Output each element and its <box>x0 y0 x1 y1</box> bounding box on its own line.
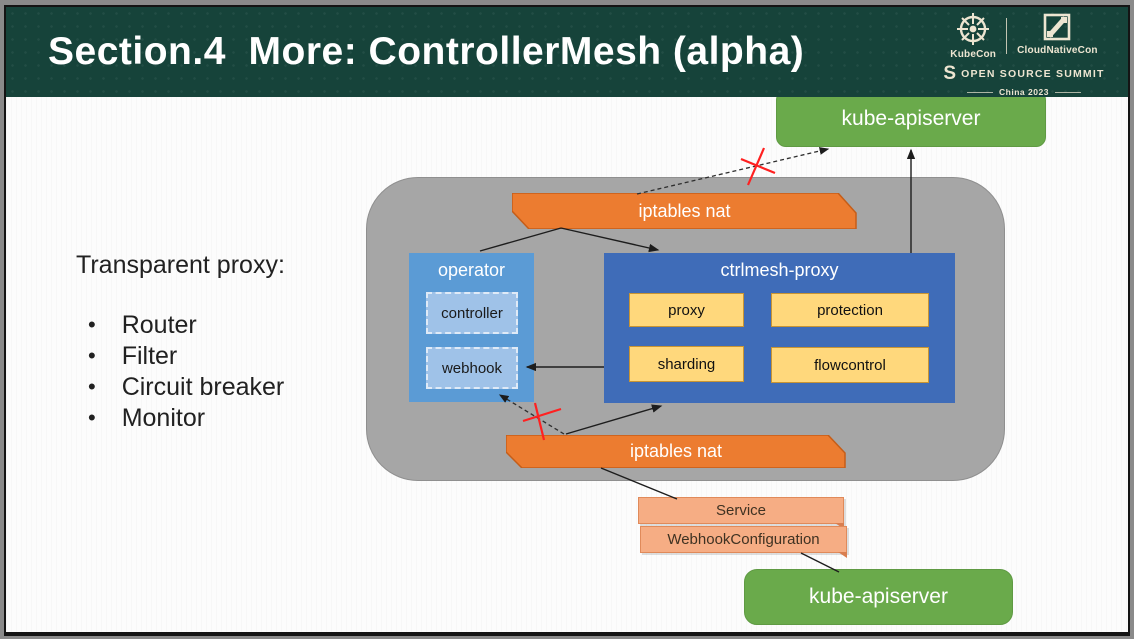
iptables-nat-bottom-banner: iptables nat <box>506 435 846 468</box>
edition-row: China 2023 <box>938 87 1110 97</box>
proxy-label: proxy <box>668 301 705 319</box>
webhook-cell: webhook <box>426 347 518 389</box>
iptables-banner-shape <box>512 193 857 229</box>
open-source-summit-icon: S <box>943 63 957 84</box>
slide-title: Section.4 More: ControllerMesh (alpha) <box>48 30 805 73</box>
sharding-cell: sharding <box>629 346 744 382</box>
kubecon-label: KubeCon <box>950 49 997 60</box>
kubecon-helm-icon <box>957 13 990 45</box>
iptables-nat-top-label: iptables nat <box>638 200 731 221</box>
proxy-cell: proxy <box>629 293 744 327</box>
bullet-circuit-breaker: Circuit breaker <box>88 372 285 403</box>
kube-apiserver-bottom-label: kube-apiserver <box>809 585 948 608</box>
webhook-configuration-label: WebhookConfiguration <box>667 531 820 548</box>
service-label: Service <box>715 502 767 519</box>
cloudnativecon-icon <box>1044 13 1071 41</box>
bullet-filter: Filter <box>88 341 284 372</box>
slide-header: Section.4 More: ControllerMesh (alpha) <box>6 7 1128 97</box>
slide-page: kube-apiserver Section.4 More: Controlle… <box>4 5 1130 636</box>
controller-cell: controller <box>426 292 518 334</box>
transparent-proxy-heading: Transparent proxy: <box>76 251 285 279</box>
conference-brand: KubeCon CloudNativeCon S OPEN SOURCE SUM… <box>938 12 1110 97</box>
open-source-summit-brand: S OPEN SOURCE SUMMIT <box>938 63 1110 84</box>
kube-apiserver-top-box: kube-apiserver <box>776 90 1046 147</box>
service-box: Service <box>638 497 844 529</box>
operator-title: operator <box>437 260 506 280</box>
flowcontrol-label: flowcontrol <box>814 356 886 374</box>
controller-label: controller <box>441 304 503 322</box>
sharding-label: sharding <box>657 355 716 373</box>
webhook-label: webhook <box>441 359 503 377</box>
kube-apiserver-top-label: kube-apiserver <box>841 106 981 130</box>
webhook-configuration-box: WebhookConfiguration <box>640 526 847 558</box>
ctrlmesh-proxy-title: ctrlmesh-proxy <box>720 260 839 280</box>
flowcontrol-cell: flowcontrol <box>771 347 929 383</box>
open-source-summit-label: OPEN SOURCE SUMMIT <box>961 68 1105 80</box>
bullet-router: Router <box>88 310 284 341</box>
edition-line-left <box>967 91 994 93</box>
edition-label: China 2023 <box>999 87 1049 97</box>
feature-bullet-list: Router Filter Circuit breaker Monitor <box>88 310 285 434</box>
iptables-nat-top-banner: iptables nat <box>512 193 857 229</box>
kubecon-brand: KubeCon <box>950 12 996 60</box>
ctrlmesh-proxy-box: ctrlmesh-proxy proxy protection sharding… <box>604 253 955 403</box>
operator-box: operator controller webhook <box>409 253 534 402</box>
edition-line-right <box>1054 91 1081 93</box>
cloudnativecon-label: CloudNativeCon <box>1017 45 1098 56</box>
cloudnativecon-brand: CloudNativeCon <box>1017 12 1098 56</box>
brand-divider <box>1006 18 1008 54</box>
iptables-banner-shape <box>506 435 846 468</box>
protection-label: protection <box>817 301 883 319</box>
kube-apiserver-bottom-box: kube-apiserver <box>744 569 1013 625</box>
protection-cell: protection <box>771 293 929 327</box>
bullet-monitor: Monitor <box>88 403 284 434</box>
iptables-nat-bottom-label: iptables nat <box>629 441 723 461</box>
